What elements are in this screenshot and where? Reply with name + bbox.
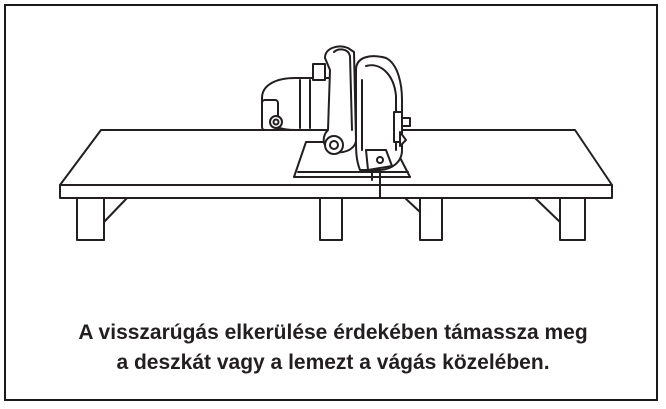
caption: A visszarúgás elkerülése érdekében támas… [10, 318, 656, 378]
board-supports [76, 197, 586, 241]
caption-line-1: A visszarúgás elkerülése érdekében támas… [78, 321, 588, 344]
saw-blade-guard [355, 55, 411, 171]
circular-saw-illustration [59, 45, 613, 241]
saw-handle [322, 45, 357, 155]
saw-motor [261, 63, 331, 131]
saw-blade-tip [371, 169, 381, 181]
caption-line-2: a deszkát vagy a lemezt a vágás közelébe… [116, 351, 550, 374]
